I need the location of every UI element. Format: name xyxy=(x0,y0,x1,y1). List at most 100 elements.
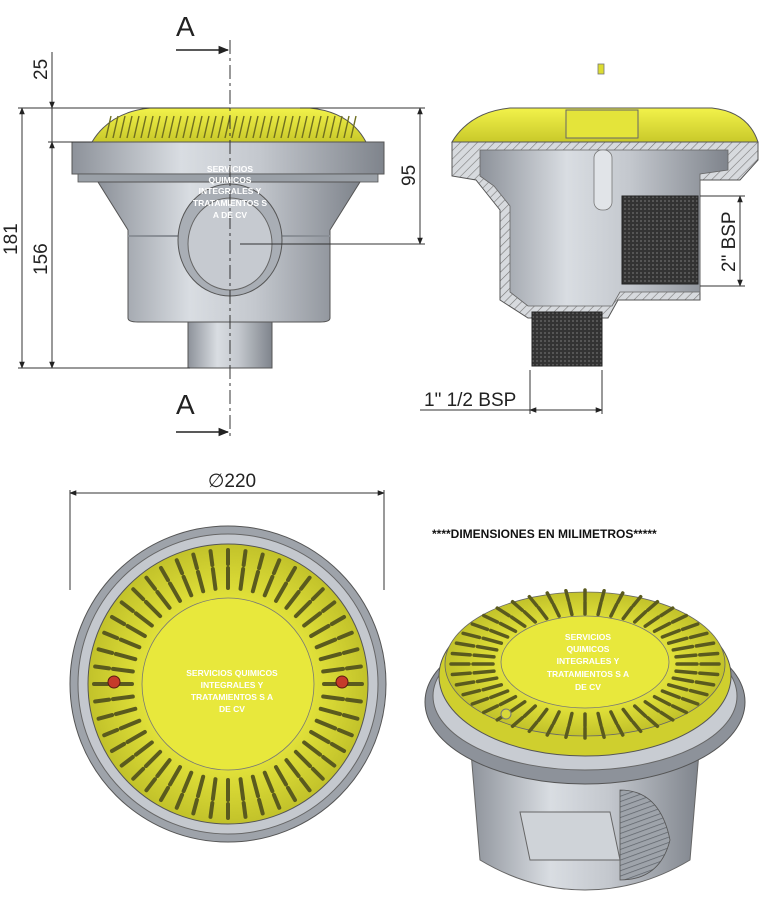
grate-slot xyxy=(643,700,661,713)
grate-slot xyxy=(174,558,185,576)
grate-slot xyxy=(159,785,170,803)
grate-slot xyxy=(299,575,312,591)
grate-slot xyxy=(321,755,337,768)
grate-slot xyxy=(245,115,252,139)
grate-slot xyxy=(688,631,709,640)
grate-slot xyxy=(144,575,157,591)
grate-slot xyxy=(670,704,689,715)
grate-slot xyxy=(314,637,338,650)
grate-slot xyxy=(109,742,127,753)
grate-slot xyxy=(203,115,210,139)
section-mark-bottom: A xyxy=(176,389,230,437)
grate-slot xyxy=(266,115,273,139)
watermark-line: A DE CV xyxy=(213,210,247,220)
grate-slot xyxy=(666,636,689,645)
grate-slot xyxy=(118,637,142,650)
grate-slot xyxy=(257,797,265,816)
grate-slot xyxy=(329,615,347,626)
dim-2-bsp: 2" BSP xyxy=(719,211,740,272)
grate-slot xyxy=(472,669,496,675)
grate-slot xyxy=(341,647,360,655)
grate-slot xyxy=(208,549,215,568)
grate-slot xyxy=(259,115,266,139)
grate-slot xyxy=(596,711,603,728)
grate-slot xyxy=(181,770,194,794)
grate-slot xyxy=(284,589,301,610)
grate-slot xyxy=(309,624,331,638)
grate-slot xyxy=(522,704,538,718)
grate-slot xyxy=(329,115,336,139)
grate-slot xyxy=(210,115,217,139)
grate-slot xyxy=(564,725,571,739)
grate-slot xyxy=(551,710,561,726)
grate-slot xyxy=(336,727,354,738)
grate-slot xyxy=(472,653,496,659)
grate-slot xyxy=(119,115,126,139)
grate-slot xyxy=(527,594,539,608)
grate-slot xyxy=(262,574,275,598)
grate-slot xyxy=(131,766,146,781)
watermark-line: DE CV xyxy=(575,682,601,692)
iso-view: SERVICIOS QUIMICOS INTEGRALES Y TRATAMIE… xyxy=(424,588,746,891)
grate-slot xyxy=(343,115,350,139)
top-grate-slots xyxy=(92,548,364,820)
grate-slot xyxy=(284,758,301,779)
grate-slot xyxy=(551,602,561,618)
grate-slot xyxy=(599,725,606,739)
grate-slot xyxy=(301,115,308,139)
grate-slot xyxy=(660,689,681,700)
grate-slot xyxy=(652,621,672,634)
grate-slot xyxy=(567,711,574,728)
section-letter: A xyxy=(176,11,195,42)
grate-slot xyxy=(168,115,175,139)
grate-slot xyxy=(161,115,168,139)
grate-slot xyxy=(545,723,555,737)
grate-slot xyxy=(250,774,261,799)
grate-slot xyxy=(698,671,720,677)
grate-slot xyxy=(133,740,154,757)
iso-watermark: SERVICIOS QUIMICOS INTEGRALES Y TRATAMIE… xyxy=(547,632,629,692)
grate-slot xyxy=(286,785,297,803)
grate-slot xyxy=(293,599,313,619)
grate-slot xyxy=(299,777,312,793)
grate-slot xyxy=(208,800,215,819)
grate-slot xyxy=(470,622,490,632)
watermark-line: QUIMICOS xyxy=(209,175,252,185)
grate-slot xyxy=(96,713,115,721)
section-bottom-mesh xyxy=(531,311,603,367)
section-letter: A xyxy=(176,389,195,420)
grate-slot xyxy=(341,713,360,721)
grate-slot xyxy=(329,742,347,753)
grate-slot xyxy=(110,694,135,702)
grate-slot xyxy=(175,115,182,139)
grate-slot xyxy=(481,636,504,645)
grate-slot xyxy=(273,115,280,139)
grate-slot xyxy=(336,630,354,641)
grate-slot xyxy=(168,581,182,603)
grate-slot xyxy=(238,566,246,591)
screw-icon xyxy=(107,675,121,689)
grate-slot xyxy=(498,621,518,634)
grate-slot xyxy=(495,606,511,618)
grate-slot xyxy=(125,624,147,638)
grate-slot xyxy=(274,581,288,603)
grate-slot xyxy=(671,644,695,652)
grate-slot xyxy=(252,115,259,139)
grate-slot xyxy=(318,651,343,662)
grate-slot xyxy=(262,770,275,794)
grate-slot xyxy=(105,115,112,139)
grate-slot xyxy=(189,115,196,139)
grate-slot xyxy=(302,740,323,757)
grate-slot xyxy=(250,569,261,594)
front-grate-slots xyxy=(105,115,357,139)
grate-slot xyxy=(102,630,120,641)
dim-25: 25 xyxy=(31,59,52,80)
grate-slot xyxy=(527,720,539,734)
grate-slot xyxy=(322,115,329,139)
grate-slot xyxy=(450,651,472,657)
grate-slot xyxy=(454,641,476,648)
grate-slot xyxy=(195,774,206,799)
grate-slot xyxy=(694,680,716,687)
grate-slot xyxy=(155,589,172,610)
watermark-line: TRATAMIENTOS S xyxy=(193,198,267,208)
